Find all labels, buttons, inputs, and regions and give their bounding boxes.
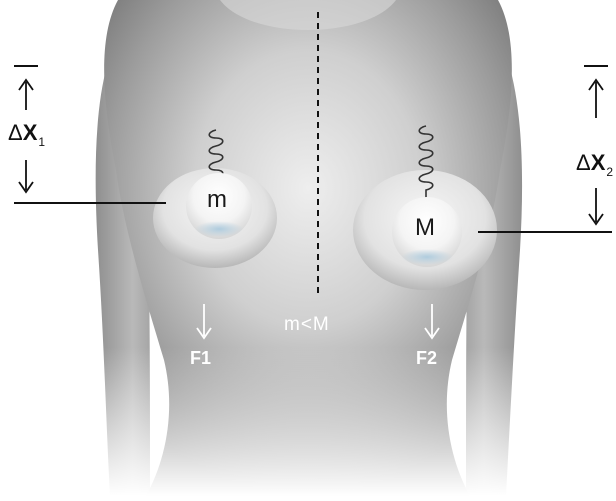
right-displacement-label: ΔX2	[576, 150, 612, 176]
right-x-subscript: 2	[606, 165, 613, 179]
left-x-variable: X	[23, 120, 38, 145]
right-x-variable: X	[591, 150, 606, 175]
right-mass-tint	[401, 249, 453, 265]
left-delta-symbol: Δ	[8, 120, 23, 145]
left-mass-label: m	[207, 186, 227, 214]
left-force-label: F1	[190, 348, 211, 369]
right-force-label: F2	[416, 348, 437, 369]
left-displacement-label: ΔX1	[8, 120, 44, 146]
right-mass-label: M	[415, 214, 435, 242]
left-x-subscript: 1	[38, 135, 45, 149]
mass-comparison-label: m<M	[284, 314, 330, 336]
right-delta-symbol: Δ	[576, 150, 591, 175]
left-mass-tint	[195, 221, 243, 237]
